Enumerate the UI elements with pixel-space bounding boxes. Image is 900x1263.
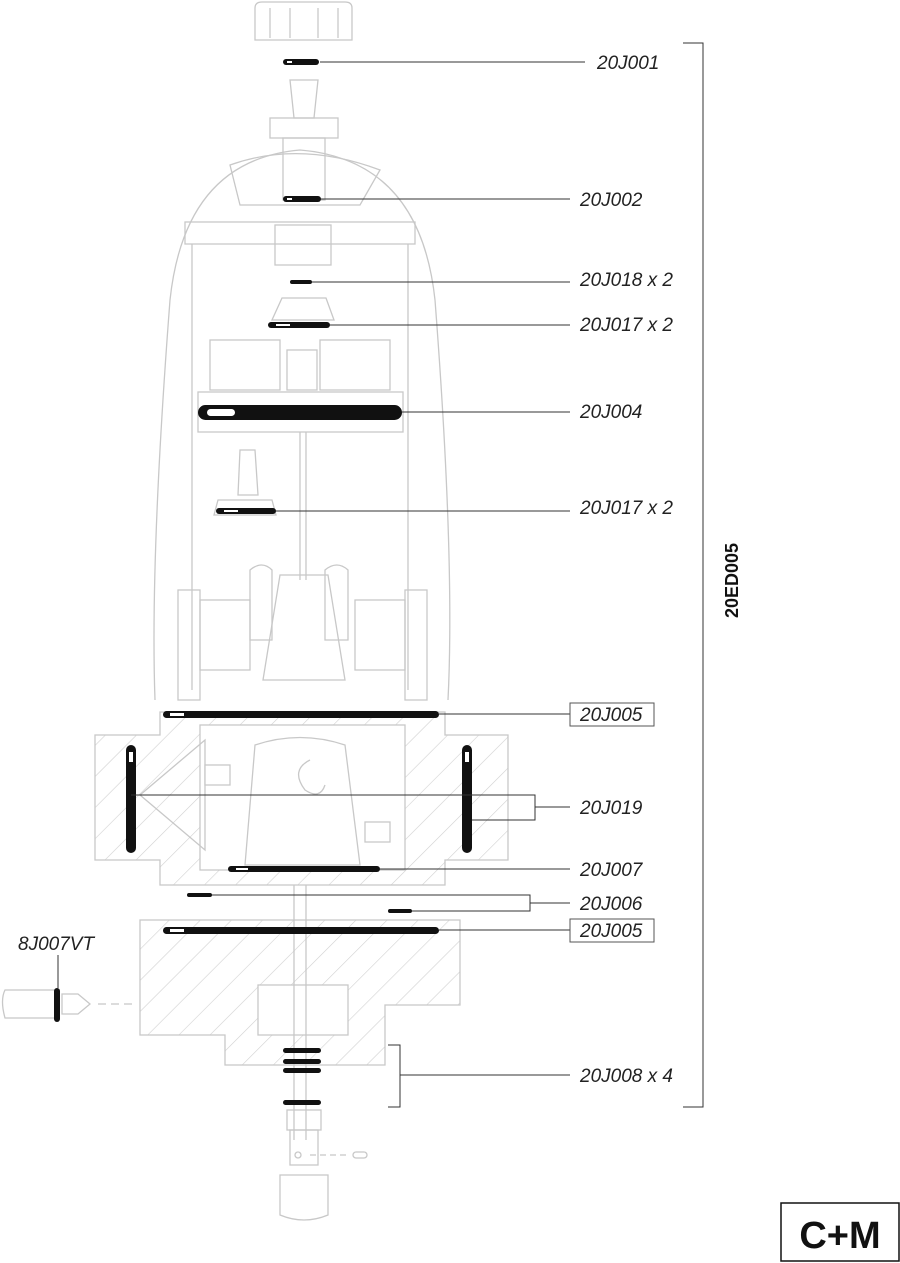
brand-logo: C+M — [799, 1215, 880, 1257]
part-label-20J005-lower: 20J005 — [579, 921, 643, 942]
filter-assembly-drawing — [1, 1, 509, 1221]
part-label-20J007: 20J007 — [579, 860, 644, 881]
part-label-20J017: 20J017 x 2 — [579, 315, 673, 336]
part-label-20J017-lower: 20J017 x 2 — [579, 498, 673, 519]
part-label-20J001: 20J001 — [596, 53, 659, 74]
part-label-20J018: 20J018 x 2 — [579, 270, 673, 291]
boxed-label-frame — [569, 918, 655, 943]
part-label-20J006: 20J006 — [579, 894, 643, 915]
brand-logo-frame — [780, 1202, 900, 1262]
part-label-20J004: 20J004 — [579, 402, 642, 423]
kit-bracket — [683, 42, 704, 1108]
part-label-20J019: 20J019 — [579, 798, 643, 819]
o-rings — [54, 59, 472, 1105]
leader-lines — [57, 42, 704, 1108]
kit-code-label: 20ED005 — [722, 543, 742, 618]
part-label-20J002: 20J002 — [579, 190, 643, 211]
bowl-dome — [153, 149, 451, 701]
top-cap — [254, 1, 353, 41]
part-label-8J007VT: 8J007VT — [18, 934, 95, 955]
drain-valve — [1, 989, 56, 1019]
part-label-20J008: 20J008 x 4 — [579, 1066, 673, 1087]
part-label-20J005: 20J005 — [579, 705, 643, 726]
boxed-label-frame — [569, 702, 655, 727]
